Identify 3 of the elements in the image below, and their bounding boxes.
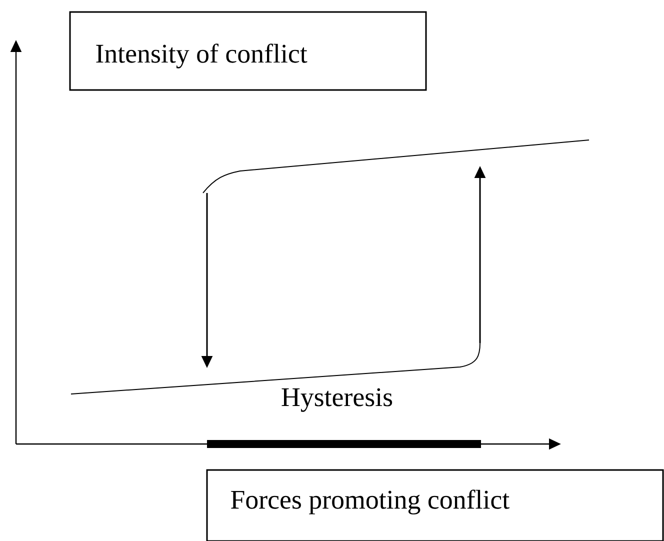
curve-label: Hysteresis [282, 388, 392, 412]
label-box: Intensity of conflict [69, 11, 427, 91]
label-box: Forces promoting conflict [206, 469, 664, 541]
